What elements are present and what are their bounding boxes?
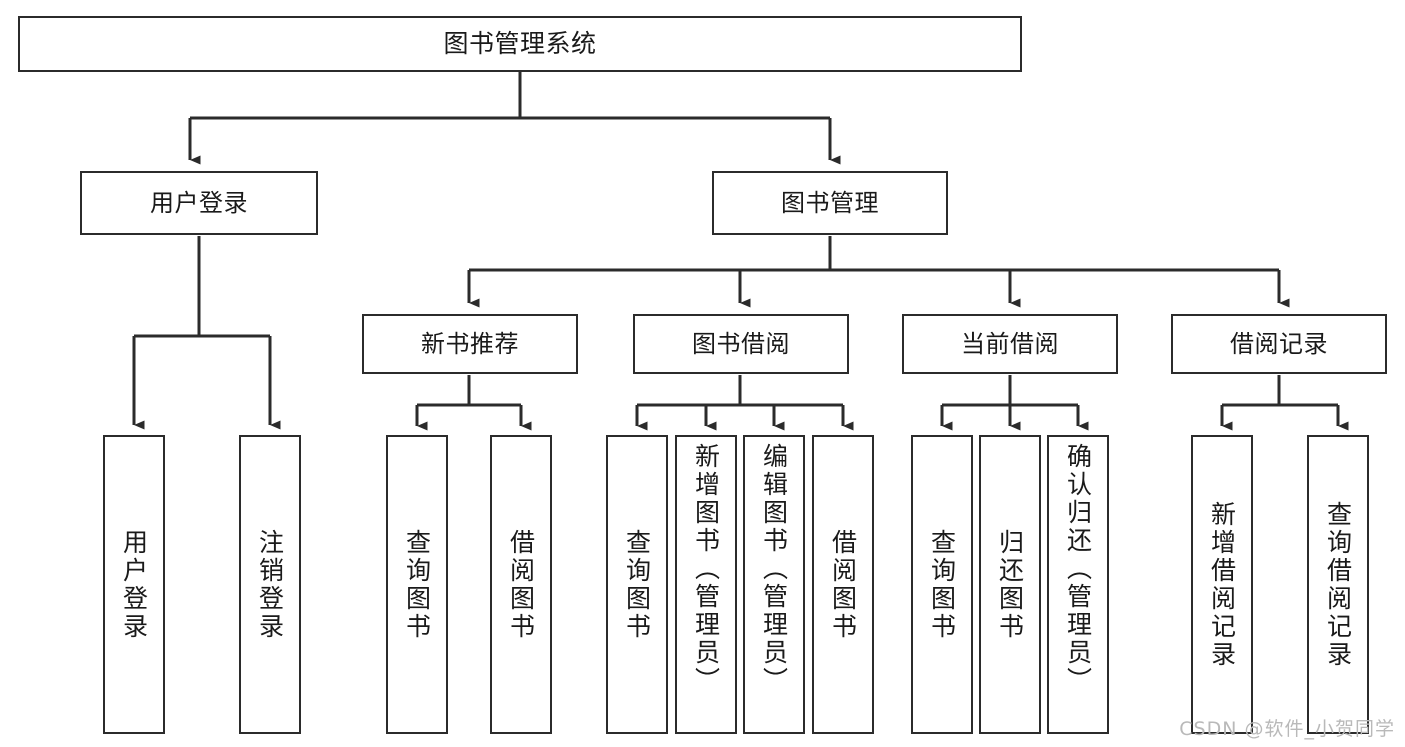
node-leaf-add-record-label: 新增借阅记录 bbox=[1207, 500, 1237, 669]
node-leaf-logout-label: 注销登录 bbox=[255, 528, 285, 641]
node-root[interactable]: 图书管理系统 bbox=[18, 16, 1022, 72]
watermark-text: CSDN @软件_小贺同学 bbox=[1179, 718, 1395, 740]
node-user-login-label: 用户登录 bbox=[150, 188, 248, 217]
node-leaf-query-record[interactable]: 查询借阅记录 bbox=[1307, 435, 1369, 734]
node-borrow-record[interactable]: 借阅记录 bbox=[1171, 314, 1387, 374]
node-leaf-user-login[interactable]: 用户登录 bbox=[103, 435, 165, 734]
node-leaf-borrow-book-1[interactable]: 借阅图书 bbox=[490, 435, 552, 734]
node-new-book-recommend[interactable]: 新书推荐 bbox=[362, 314, 578, 374]
node-leaf-query-book-1-label: 查询图书 bbox=[402, 528, 432, 641]
node-leaf-query-book-2-label: 查询图书 bbox=[622, 528, 652, 641]
node-leaf-logout[interactable]: 注销登录 bbox=[239, 435, 301, 734]
node-user-login[interactable]: 用户登录 bbox=[80, 171, 318, 235]
node-leaf-return-book-label: 归还图书 bbox=[995, 528, 1025, 641]
node-leaf-edit-book-label: 编辑图书（管理员） bbox=[759, 443, 789, 695]
node-borrow-record-label: 借阅记录 bbox=[1230, 329, 1328, 358]
node-leaf-confirm-return[interactable]: 确认归还（管理员） bbox=[1047, 435, 1109, 734]
node-leaf-query-book-2[interactable]: 查询图书 bbox=[606, 435, 668, 734]
node-leaf-edit-book[interactable]: 编辑图书（管理员） bbox=[743, 435, 805, 734]
node-leaf-user-login-label: 用户登录 bbox=[119, 528, 149, 641]
node-book-manage[interactable]: 图书管理 bbox=[712, 171, 948, 235]
node-root-label: 图书管理系统 bbox=[443, 29, 597, 58]
node-leaf-query-book-3[interactable]: 查询图书 bbox=[911, 435, 973, 734]
node-leaf-add-book-label: 新增图书（管理员） bbox=[691, 443, 721, 695]
node-leaf-borrow-book-2[interactable]: 借阅图书 bbox=[812, 435, 874, 734]
node-leaf-confirm-return-label: 确认归还（管理员） bbox=[1063, 443, 1093, 695]
node-book-borrow-label: 图书借阅 bbox=[692, 329, 790, 358]
node-new-book-recommend-label: 新书推荐 bbox=[421, 329, 519, 358]
node-leaf-borrow-book-1-label: 借阅图书 bbox=[506, 528, 536, 641]
node-leaf-add-book[interactable]: 新增图书（管理员） bbox=[675, 435, 737, 734]
node-current-borrow[interactable]: 当前借阅 bbox=[902, 314, 1118, 374]
node-leaf-borrow-book-2-label: 借阅图书 bbox=[828, 528, 858, 641]
node-leaf-add-record[interactable]: 新增借阅记录 bbox=[1191, 435, 1253, 734]
node-current-borrow-label: 当前借阅 bbox=[961, 329, 1059, 358]
node-leaf-query-record-label: 查询借阅记录 bbox=[1323, 500, 1353, 669]
node-leaf-return-book[interactable]: 归还图书 bbox=[979, 435, 1041, 734]
node-leaf-query-book-3-label: 查询图书 bbox=[927, 528, 957, 641]
node-leaf-query-book-1[interactable]: 查询图书 bbox=[386, 435, 448, 734]
node-book-borrow[interactable]: 图书借阅 bbox=[633, 314, 849, 374]
node-book-manage-label: 图书管理 bbox=[781, 188, 879, 217]
